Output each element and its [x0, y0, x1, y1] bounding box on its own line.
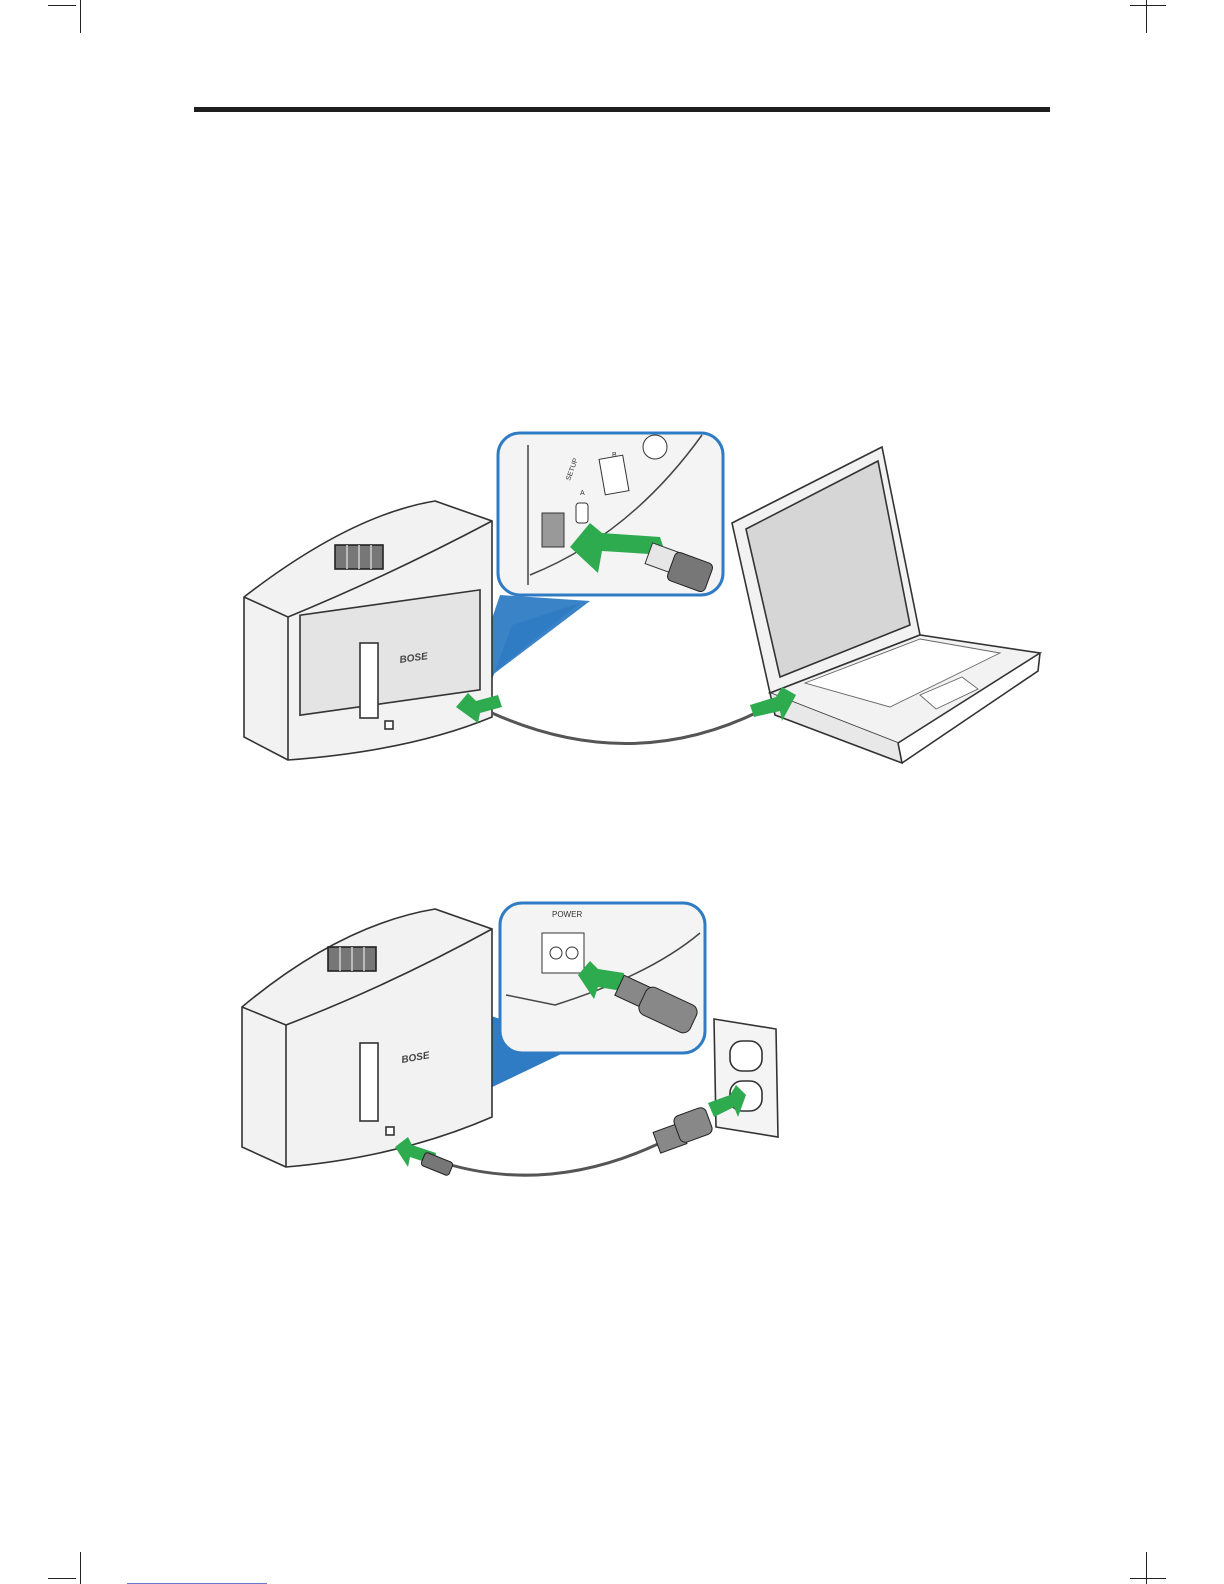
- inset-callout-usb: SETUP A B: [498, 433, 723, 595]
- crop-mark-top-right-h: [1130, 5, 1166, 6]
- crop-mark-top-left-h: [48, 5, 76, 6]
- crop-mark-bottom-right-v: [1146, 1552, 1147, 1584]
- crop-mark-top-left-v: [80, 0, 81, 33]
- power-cord-icon: [444, 1143, 660, 1175]
- power-cord-plug-icon: [653, 1106, 714, 1153]
- header-rule: [194, 107, 1050, 112]
- figure-power-connection: BOSE POWER: [230, 895, 790, 1200]
- inset-callout-power: POWER: [500, 903, 705, 1053]
- inset-label-b: B: [612, 452, 617, 459]
- wall-outlet-icon: [714, 1019, 778, 1137]
- laptop-icon: [732, 447, 1040, 763]
- speaker-icon: [244, 501, 492, 760]
- speaker-icon: [242, 909, 492, 1167]
- crop-mark-bottom-left-v: [80, 1552, 81, 1584]
- inset-label-a: A: [580, 490, 585, 497]
- usb-cable-icon: [492, 711, 760, 744]
- inset-label-power: POWER: [552, 910, 582, 919]
- figure-usb-connection: BOSE SETUP A B: [230, 425, 1050, 770]
- crop-mark-bottom-left-h: [48, 1578, 76, 1579]
- cord-connector-speaker: [420, 1152, 453, 1176]
- crop-mark-bottom-right-h: [1130, 1578, 1166, 1579]
